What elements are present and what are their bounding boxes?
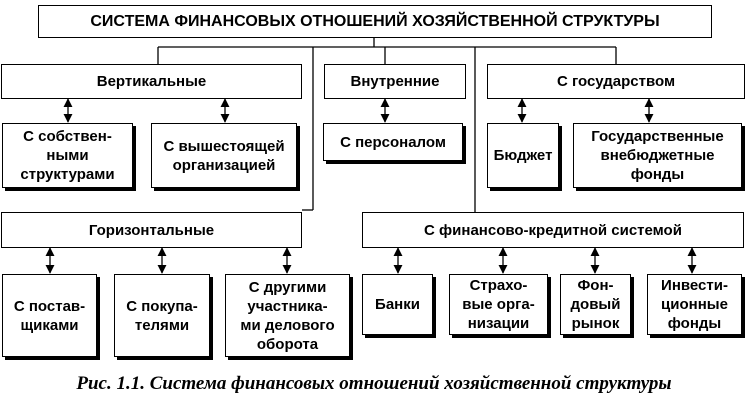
group-vertical: Вертикальные: [1, 64, 302, 99]
item-own-structures: С собствен- ными структурами: [2, 123, 133, 188]
item-budget: Бюджет: [487, 123, 559, 188]
diagram-title: СИСТЕМА ФИНАНСОВЫХ ОТНОШЕНИЙ ХОЗЯЙСТВЕНН…: [38, 5, 712, 38]
item-other-participants: С другими участника- ми делового оборота: [225, 274, 350, 357]
group-state: С государством: [487, 64, 745, 99]
item-stock-market: Фон- довый рынок: [560, 274, 631, 335]
item-investment-funds: Инвести- ционные фонды: [647, 274, 742, 335]
item-offbudget-funds: Государственные внебюджетные фонды: [573, 123, 742, 188]
group-horizontal: Горизонтальные: [1, 212, 302, 248]
item-suppliers: С постав- щиками: [2, 274, 97, 357]
item-banks: Банки: [362, 274, 433, 335]
item-buyers: С покупа- телями: [114, 274, 210, 357]
item-insurance: Страхо- вые орга- низации: [449, 274, 548, 335]
group-financial-credit: С финансово-кредитной системой: [362, 212, 744, 248]
item-higher-organization: С вышестоящей организацией: [151, 123, 297, 188]
item-personnel: С персоналом: [323, 123, 463, 161]
figure-caption: Рис. 1.1. Система финансовых отношений х…: [76, 373, 672, 394]
group-internal: Внутренние: [324, 64, 466, 99]
